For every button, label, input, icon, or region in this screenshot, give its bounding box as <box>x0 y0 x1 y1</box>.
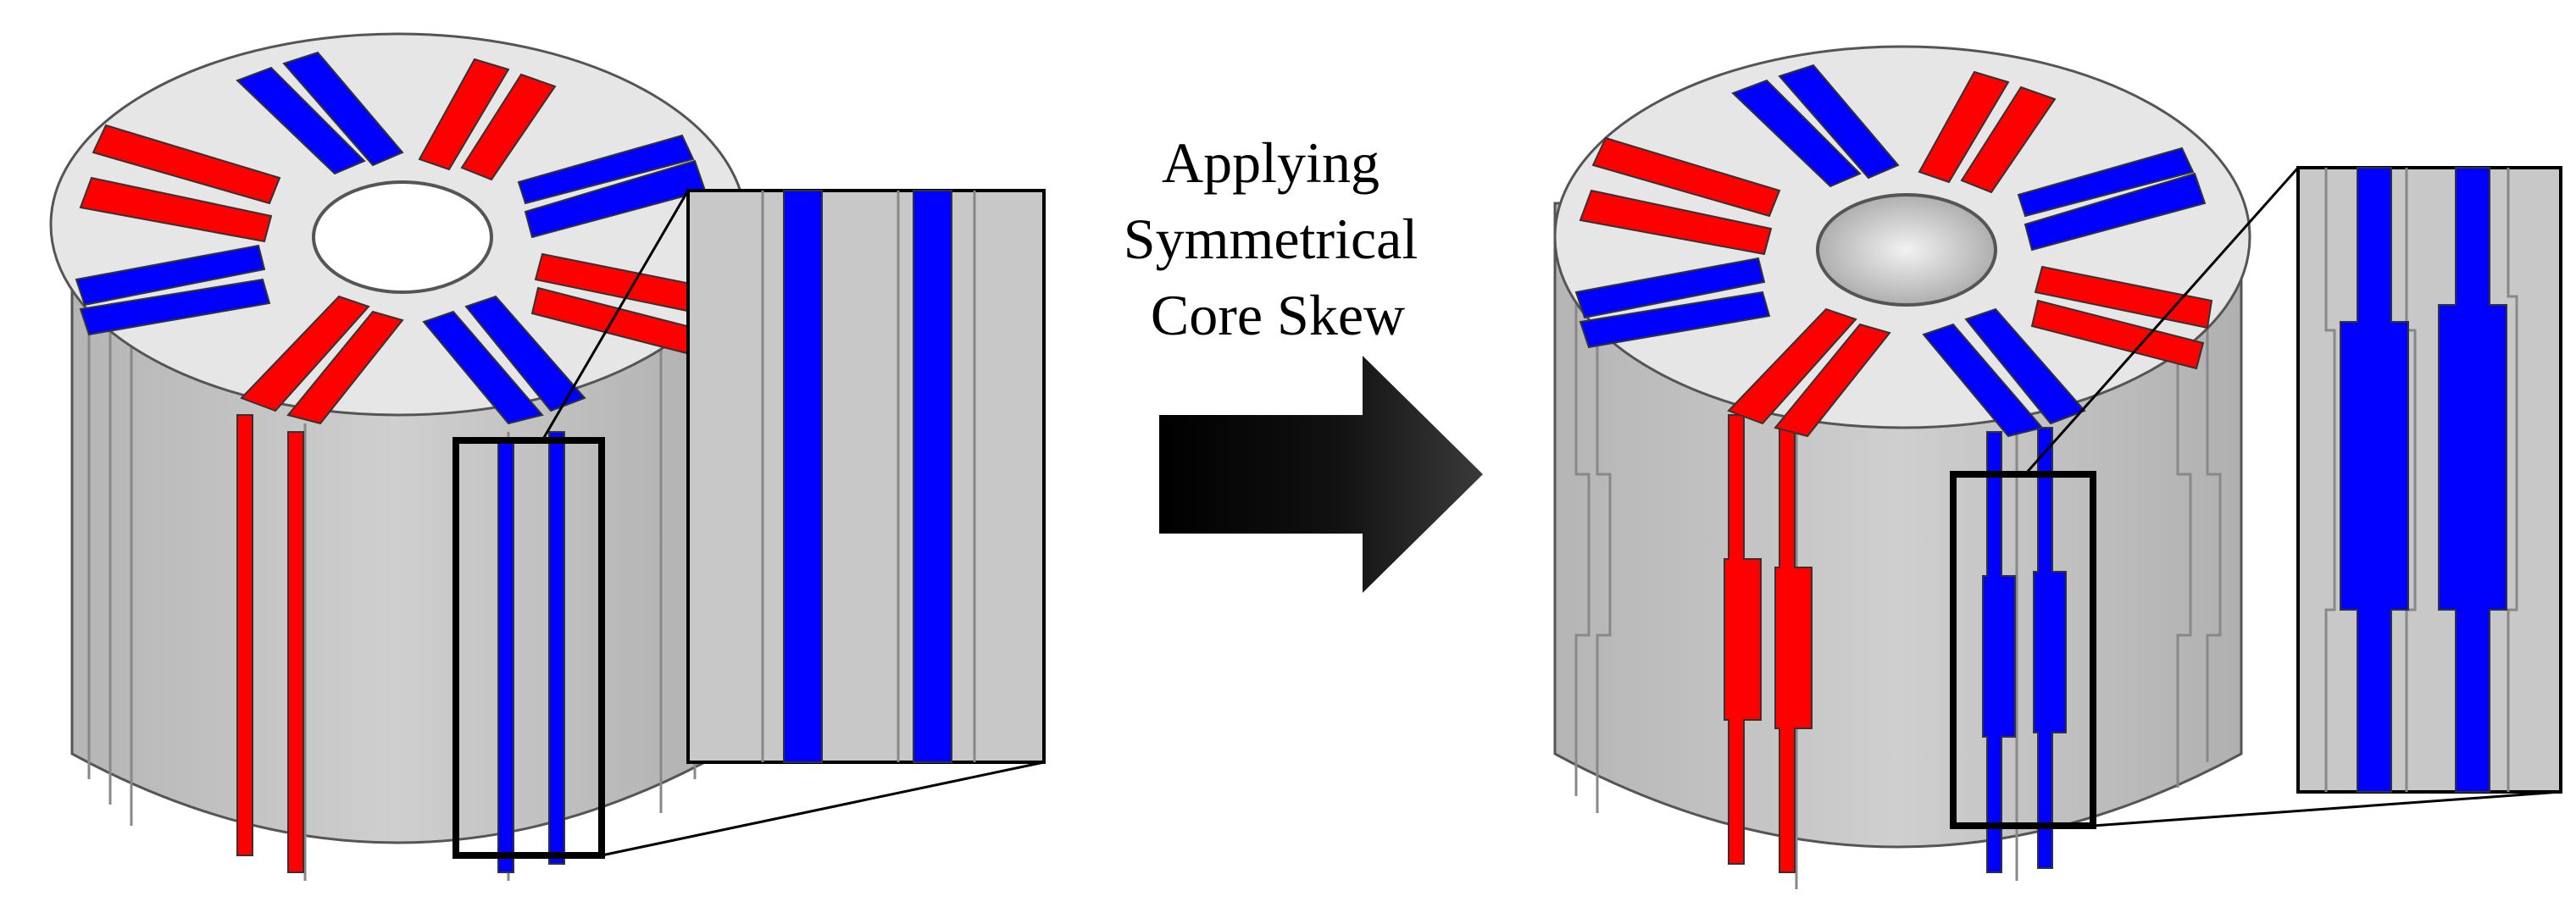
south-magnet-top <box>464 295 586 412</box>
inset-background <box>686 189 1046 764</box>
north-magnet-top <box>1960 86 2057 194</box>
zoom-region-box <box>1950 471 2096 829</box>
north-magnet-top <box>2030 299 2205 370</box>
south-magnet-top <box>2024 172 2207 252</box>
top-magnets <box>1574 64 2213 438</box>
south-magnet-top <box>1778 64 1900 180</box>
south-magnet-inset <box>2438 167 2507 793</box>
south-magnet-top <box>75 244 266 307</box>
south-magnet-top <box>236 66 366 175</box>
north-magnet-side <box>287 431 304 873</box>
north-magnet-top <box>1591 136 1781 218</box>
north-magnet-top <box>1727 307 1857 425</box>
north-magnet-top <box>240 295 370 412</box>
north-magnet-top <box>1774 323 1891 438</box>
caption-line-2: Symmetrical <box>1124 207 1418 271</box>
south-magnet-inset <box>783 190 823 763</box>
north-magnet-top <box>1579 189 1773 256</box>
south-magnet-side <box>2033 427 2067 869</box>
north-magnet-top <box>1918 70 2010 184</box>
inset-background <box>2296 166 2562 794</box>
south-magnet-inset <box>2340 167 2409 793</box>
zoom-leader-line <box>541 190 690 441</box>
shaft-bore <box>1816 193 1997 307</box>
original-inset <box>541 189 1046 857</box>
zoom-leader-line <box>601 761 1045 857</box>
south-magnet-top <box>517 134 695 205</box>
south-magnet-side <box>548 431 565 865</box>
north-magnet-top <box>92 124 281 205</box>
caption-line-3: Core Skew <box>1151 283 1405 347</box>
zoom-region-box <box>452 437 605 859</box>
south-magnet-top <box>422 310 544 425</box>
north-magnet-top <box>79 176 273 243</box>
south-magnet-side <box>497 440 514 873</box>
zoom-leader-line <box>2092 790 2562 827</box>
caption-line-1: Applying <box>1162 130 1380 195</box>
north-magnet-top <box>460 73 557 181</box>
transform-arrow <box>1159 356 1483 593</box>
south-magnet-top <box>79 278 271 336</box>
original-rotor <box>49 32 747 881</box>
north-magnet-side <box>1774 423 1813 873</box>
north-magnet-side <box>1724 414 1762 865</box>
south-magnet-top <box>1574 257 1766 319</box>
inset-grooves <box>2324 168 2518 792</box>
south-magnet-top <box>1731 79 1862 188</box>
south-magnet-top <box>1964 307 2086 425</box>
north-magnet-top <box>418 58 510 171</box>
side-magnets <box>1724 414 2067 873</box>
south-magnet-top <box>1922 323 2044 438</box>
south-magnet-top <box>2017 147 2195 218</box>
south-magnet-top <box>1579 290 1771 349</box>
skewed-rotor <box>1553 45 2251 889</box>
skewed-inset <box>2024 166 2562 827</box>
south-magnet-inset <box>913 190 952 763</box>
top-magnets <box>75 51 713 425</box>
zoom-leader-line <box>2024 167 2300 475</box>
caption: Applying Symmetrical Core Skew <box>1124 130 1432 347</box>
side-magnets <box>236 414 565 873</box>
south-magnet-side <box>1982 431 2016 873</box>
north-magnet-side <box>236 414 253 856</box>
north-magnet-top <box>286 310 404 425</box>
shaft-bore <box>312 180 493 294</box>
south-magnet-top <box>282 51 404 167</box>
